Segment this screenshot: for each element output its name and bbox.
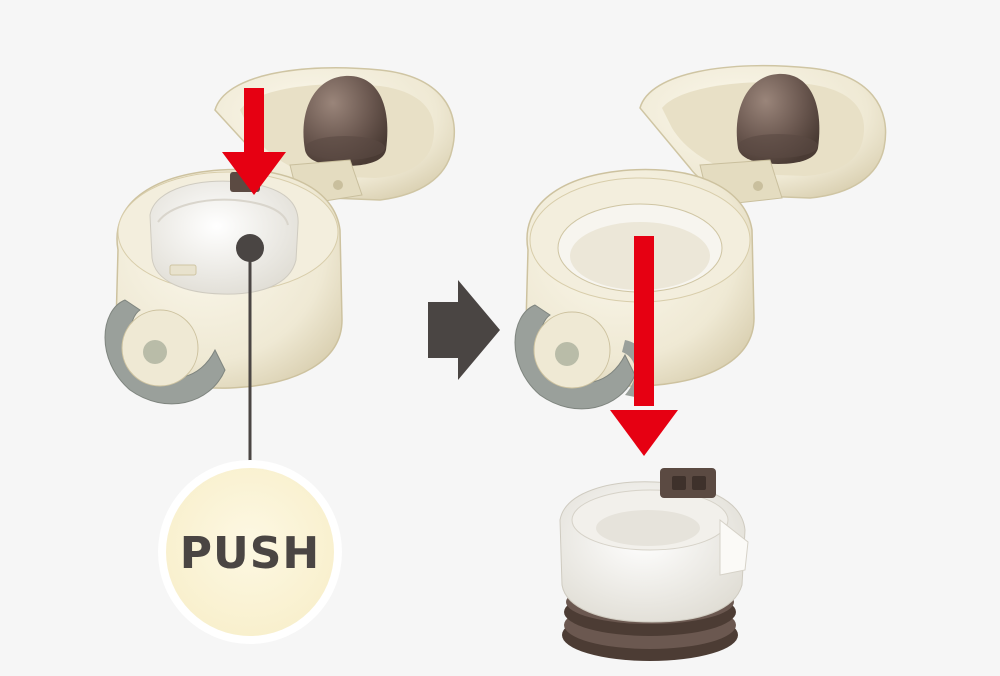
push-label: PUSH [180, 528, 321, 579]
push-callout: PUSH [158, 234, 342, 644]
remove-arrow-icon [610, 236, 678, 456]
right-cap-assembly [514, 64, 887, 661]
left-strap [104, 299, 226, 405]
removed-inner-unit [559, 468, 749, 661]
step-right-arrow-icon [428, 280, 500, 380]
push-arrow-icon [222, 88, 286, 195]
right-lid [639, 64, 887, 207]
left-cap-assembly [104, 67, 456, 405]
